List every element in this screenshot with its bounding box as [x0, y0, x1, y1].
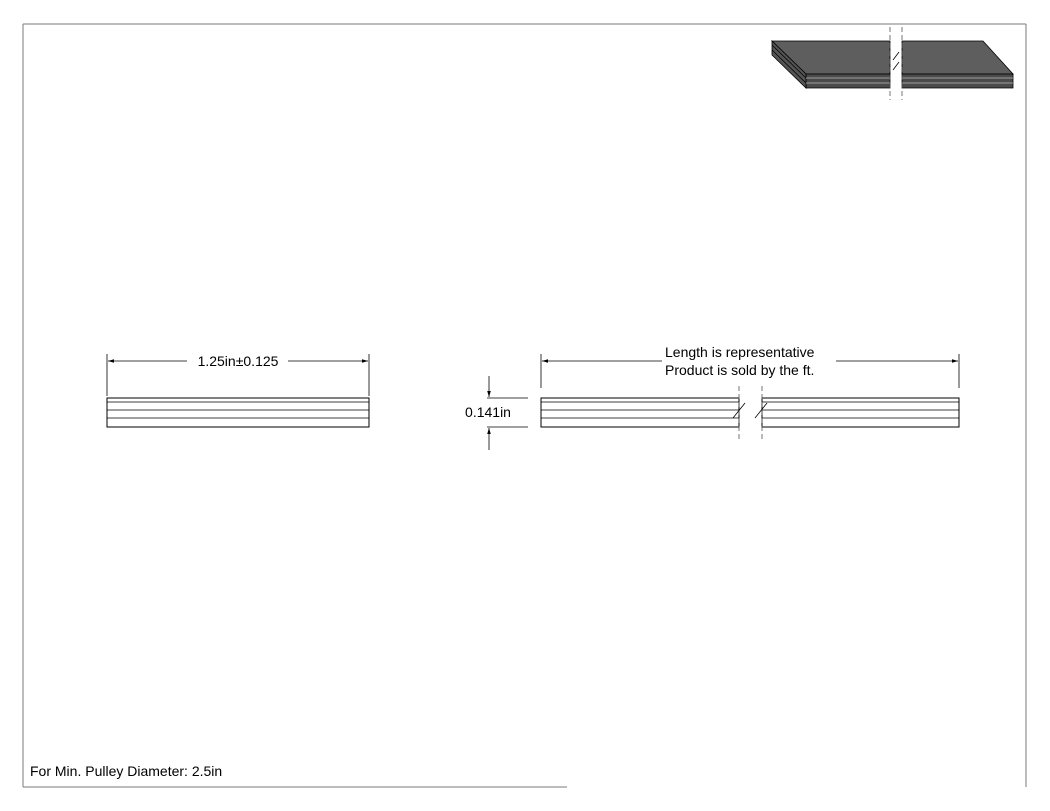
length-note-line2: Product is sold by the ft. [665, 362, 814, 378]
thickness-dimension: 0.141in [465, 376, 528, 450]
iso-belt-icon [771, 27, 1014, 100]
thickness-label: 0.141in [465, 404, 511, 420]
width-dimension: 1.25in±0.125 [106, 353, 370, 396]
pulley-note: For Min. Pulley Diameter: 2.5in [30, 763, 222, 779]
length-note-line1: Length is representative [665, 344, 815, 360]
belt-cross-section [106, 397, 370, 428]
width-label: 1.25in±0.125 [198, 353, 279, 369]
length-dimension: Length is representative Product is sold… [540, 344, 960, 388]
drawing-frame [22, 23, 1027, 788]
break-line-icon [732, 386, 768, 440]
